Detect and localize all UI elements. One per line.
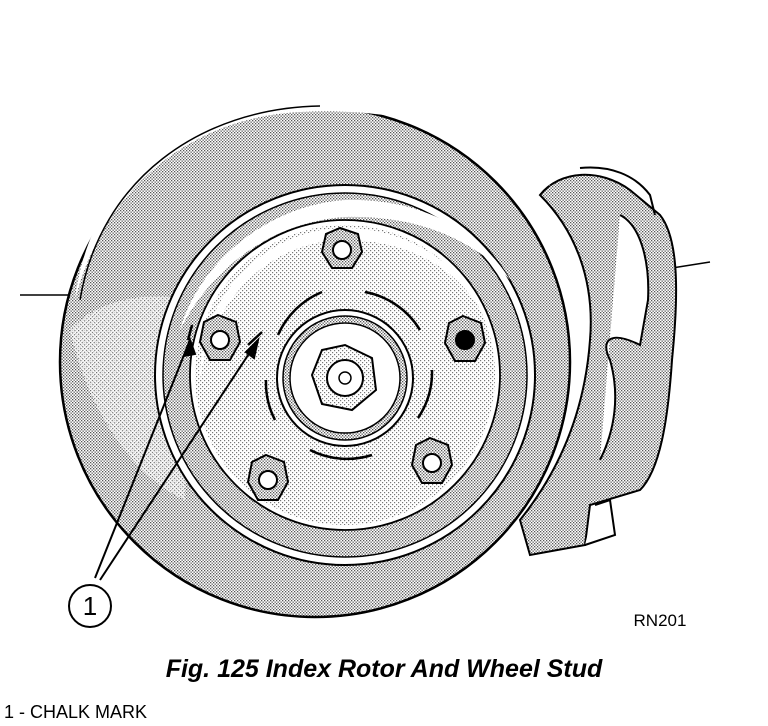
callout-1: 1: [68, 584, 112, 628]
right-leader-line: [671, 261, 711, 269]
hub-rings: [264, 290, 434, 461]
lug-nut-bottom-right: [410, 436, 454, 484]
rotor-illustration: 1 RN201: [20, 105, 711, 630]
svg-text:1: 1: [83, 591, 97, 621]
chalk-mark: [186, 324, 263, 346]
figure-legend: 1 - CHALK MARK: [4, 702, 148, 722]
hub-center: [276, 309, 414, 447]
lug-nut-right: [443, 314, 487, 362]
callout-leaders: [94, 336, 260, 581]
figure-caption: Fig. 125 Index Rotor And Wheel Stud: [165, 655, 603, 683]
figure-id: RN201: [634, 611, 687, 630]
brake-caliper: [518, 166, 678, 557]
lug-nut-top: [320, 226, 364, 269]
lug-nut-left: [198, 313, 242, 361]
lug-nut-bottom-left: [246, 453, 290, 501]
